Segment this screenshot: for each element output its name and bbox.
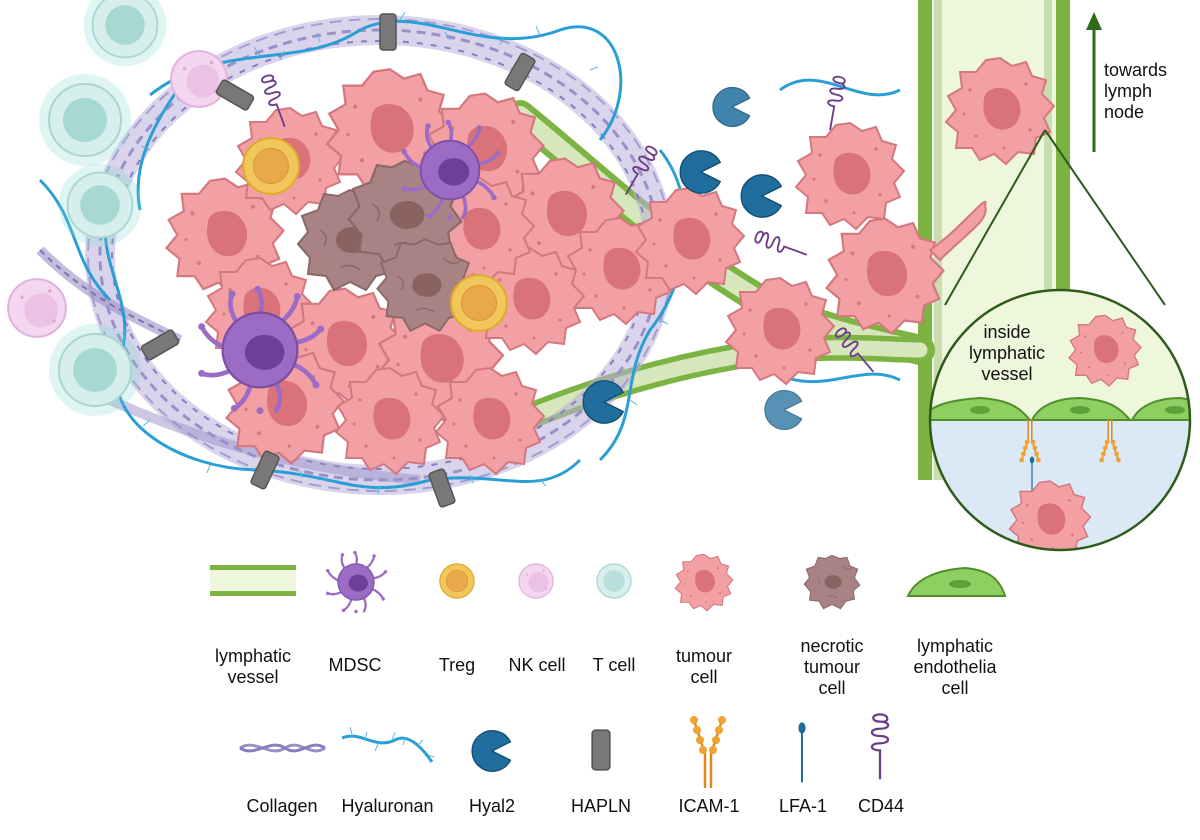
legend-hyal2-icon (471, 730, 512, 772)
legend-label-necrotic-tumour-cell: necrotic tumour cell (800, 636, 864, 698)
migrating-tumour-cells (725, 57, 1055, 385)
legend-tumour-cell-icon (674, 553, 734, 612)
direction-arrow (1086, 12, 1102, 152)
legend-icam-1-icon (688, 714, 728, 790)
legend-label-icam-1: ICAM-1 (678, 796, 740, 816)
legend-t-cell-icon (596, 563, 632, 599)
legend-label-treg: Treg (438, 655, 476, 675)
inset-label: inside lymphatic vessel (968, 322, 1046, 384)
tumour-mass (165, 68, 745, 475)
legend-treg-icon (439, 563, 475, 599)
legend-label-t-cell: T cell (592, 655, 636, 675)
legend-label-hyaluronan: Hyaluronan (341, 796, 434, 816)
legend-row-2-icons (239, 713, 890, 790)
legend-mdsc-icon (324, 549, 389, 615)
legend-label-nk-cell: NK cell (508, 655, 566, 675)
legend-collagen-icon (239, 743, 326, 753)
legend-label-collagen: Collagen (246, 796, 318, 816)
legend-cd44-icon (870, 713, 890, 781)
legend-lymphatic-endothelial-cell-icon (906, 566, 1007, 597)
legend-lymphatic-vessel-icon (210, 565, 296, 596)
legend-label-hapln: HAPLN (570, 796, 632, 816)
endothelial-cells (930, 396, 1190, 421)
legend-necrotic-tumour-cell-icon (803, 554, 861, 610)
legend-label-lymphatic-vessel: lymphatic vessel (214, 646, 292, 687)
legend-label-lfa-1: LFA-1 (778, 796, 828, 816)
legend-lfa-1-icon (797, 721, 807, 784)
legend-row-1-icons (210, 549, 1007, 615)
legend-label-mdsc: MDSC (328, 655, 382, 675)
legend-label-tumour-cell: tumour cell (675, 646, 733, 687)
legend-nk-cell-icon (518, 563, 554, 599)
legend-label-lymphatic-endothelial-cell: lymphatic endothelia cell (913, 636, 997, 698)
legend-hapln-icon (591, 729, 611, 771)
legend-hyaluronan-icon (341, 726, 435, 763)
legend-label-hyal2: Hyal2 (468, 796, 516, 816)
legend-label-cd44: CD44 (857, 796, 905, 816)
direction-label: towards lymph node (1104, 60, 1168, 122)
